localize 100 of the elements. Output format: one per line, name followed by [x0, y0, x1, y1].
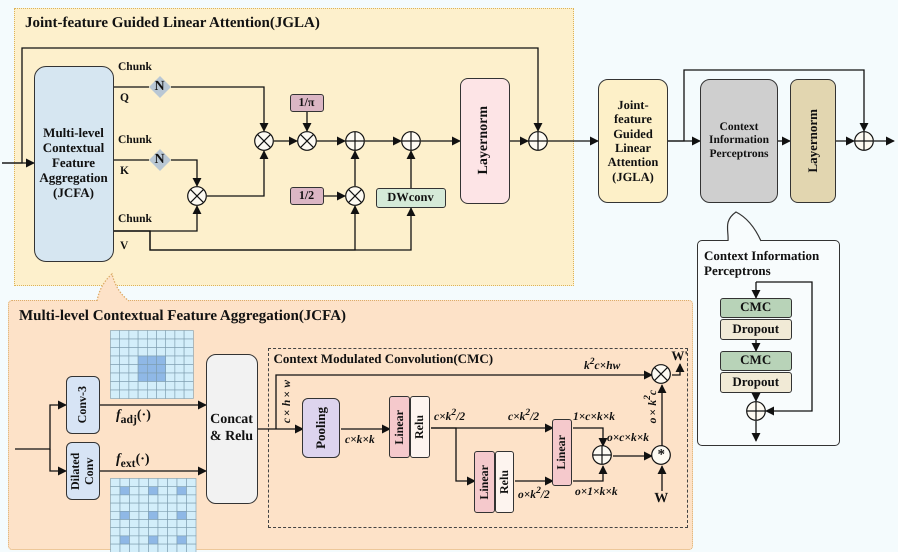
dimension-label: 1×c×k×k: [573, 411, 616, 424]
add-symbol: [746, 400, 766, 421]
edge-label: f$_{adj}$(·): [116, 408, 151, 427]
conv-box: Conv-3: [66, 376, 100, 434]
arrow: [49, 449, 67, 476]
arrow: [171, 86, 269, 132]
arrow: [751, 421, 761, 442]
process-box: Pooling: [302, 398, 340, 458]
arrow: [613, 451, 653, 461]
layernorm-box: Layernorm: [790, 79, 836, 203]
arrow: [324, 191, 346, 201]
arrow: [548, 136, 599, 146]
multiply-symbol: [186, 186, 206, 206]
add-symbol: [344, 130, 364, 150]
diamond-node: N: [148, 148, 170, 170]
arrow: [421, 136, 461, 146]
add-symbol: [854, 131, 874, 151]
arrow: [657, 384, 667, 446]
process-box: Relu: [410, 396, 430, 458]
add-symbol: [400, 130, 420, 150]
edge-label: f$_{ext}$(·): [116, 452, 150, 471]
arrow: [207, 150, 269, 197]
add-symbol: [592, 445, 612, 466]
constant-box: 1/2: [290, 186, 324, 204]
conv-box: Dilated Conv: [66, 442, 100, 500]
weight-label: W: [653, 490, 670, 508]
layernorm-box: Layernorm: [460, 78, 510, 204]
arrow: [406, 150, 416, 188]
arrow: [778, 136, 791, 146]
arrow: [668, 69, 869, 142]
arrow: [258, 424, 304, 434]
arrow: [100, 400, 207, 410]
arrow: [672, 363, 685, 376]
arrow: [756, 281, 813, 416]
arrow: [114, 207, 416, 251]
convolution-symbol: *: [651, 445, 672, 466]
arrow: [365, 136, 402, 146]
process-box: Linear: [474, 451, 496, 514]
arrow: [100, 466, 207, 476]
dimension-label: c×k×k: [345, 434, 375, 447]
port-label: V: [120, 240, 128, 253]
arrow: [751, 340, 761, 352]
arrow: [171, 159, 202, 187]
process-box: Linear: [389, 396, 410, 458]
diamond-node: N: [148, 76, 170, 98]
process-box: Concat & Relu: [206, 354, 258, 504]
constant-box: 1/π: [290, 94, 324, 112]
dimension-label: o×k$^{2}$/2: [518, 486, 550, 502]
arrow: [275, 370, 653, 429]
attention-panel: [14, 8, 574, 286]
detail-panel: [697, 240, 840, 446]
multiply-symbol: [344, 186, 364, 206]
panel-title: Context Modulated Convolution(CMC): [274, 352, 494, 366]
process-box: DWconv: [376, 188, 446, 208]
dimension-label: o×1×k×k: [575, 486, 618, 499]
arrow: [751, 392, 761, 402]
process-box: Context Information Perceptrons: [700, 79, 778, 203]
arrow: [573, 427, 608, 447]
arrow: [836, 136, 855, 146]
port-label: Chunk: [118, 213, 152, 226]
arrow: [341, 424, 391, 434]
multiply-symbol: [651, 364, 672, 384]
process-box: Relu: [495, 451, 514, 514]
arrow: [317, 136, 346, 146]
arrow: [15, 400, 67, 450]
dashed-panel: [268, 348, 688, 528]
dimension-label: c×k$^{2}$/2: [434, 408, 466, 424]
dimension-label: c×k$^{2}$/2: [508, 408, 540, 424]
arrow: [431, 427, 476, 486]
port-label: Chunk: [118, 61, 152, 74]
dimension-label: c×h×w: [281, 380, 294, 424]
process-box: Dropout: [720, 372, 792, 393]
arrow: [2, 47, 543, 164]
arrow: [573, 465, 608, 482]
process-box: Linear: [552, 419, 572, 486]
weight-label: W': [672, 347, 688, 364]
multiply-symbol: [296, 130, 316, 150]
add-symbol: [528, 130, 548, 150]
arrow: [657, 465, 667, 491]
process-box: Dropout: [720, 318, 792, 340]
aggregation-panel: [8, 300, 693, 550]
port-label: Chunk: [118, 134, 152, 147]
arrow: [874, 136, 895, 146]
arrow: [350, 150, 360, 186]
connector-line: [114, 86, 149, 88]
dimension-label: o×c×k×k: [607, 432, 650, 445]
arrow: [510, 136, 529, 146]
arrow: [302, 112, 312, 132]
arrow: [274, 136, 298, 146]
panel-title: Joint-feature Guided Linear Attention(JGLA): [25, 15, 320, 32]
dimension-label: k$^{2}$c×hw: [584, 357, 620, 372]
arrow: [515, 476, 554, 486]
port-label: K: [120, 165, 129, 178]
process-box: CMC: [720, 350, 792, 371]
process-box: CMC: [720, 298, 792, 318]
port-label: Q: [120, 92, 129, 105]
multiply-symbol: [254, 130, 274, 150]
panel-title: Context Information Perceptrons: [704, 249, 820, 279]
arrow: [751, 282, 761, 299]
panel-title: Multi-level Contextual Feature Aggregation(JCFA): [19, 308, 346, 326]
